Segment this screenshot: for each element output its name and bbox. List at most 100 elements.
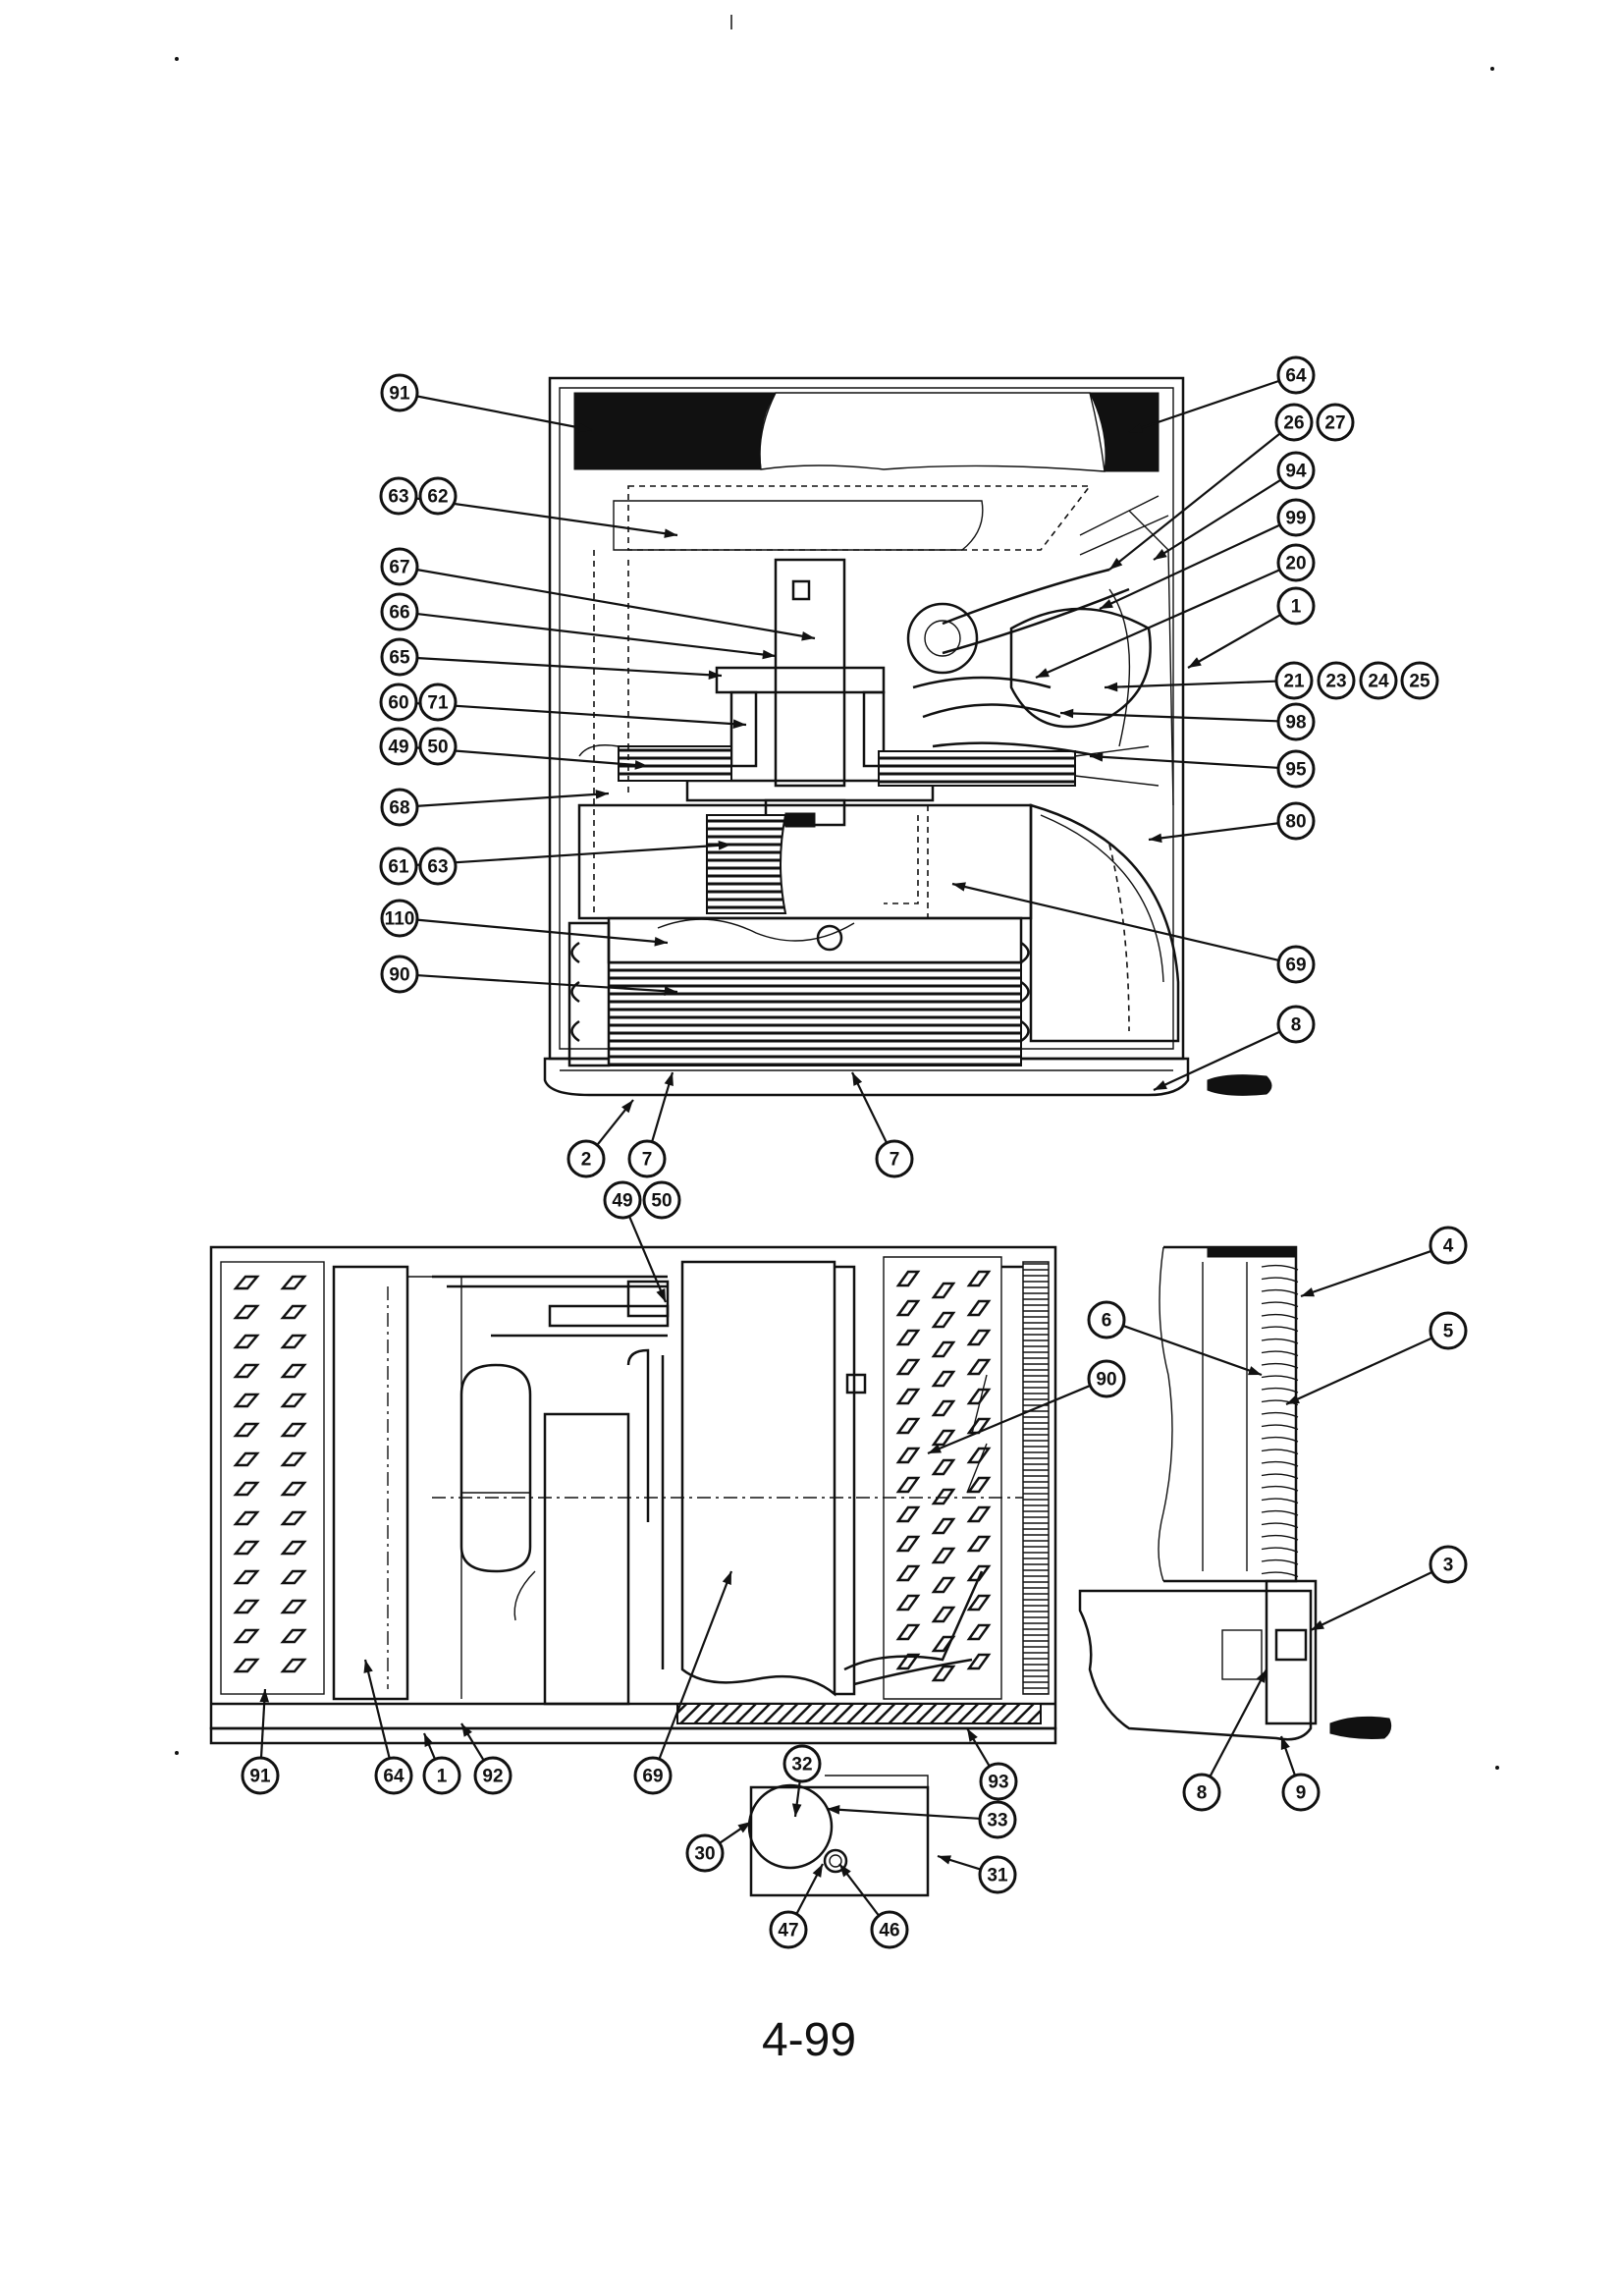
callout-32: 32 xyxy=(782,1744,822,1783)
fin xyxy=(1261,1473,1299,1480)
callout-20: 20 xyxy=(1276,543,1316,582)
louver xyxy=(280,1540,307,1556)
callout-number: 67 xyxy=(389,558,409,578)
callout-circle xyxy=(379,727,418,766)
callout-91: 91 xyxy=(380,373,419,412)
callout-arrowhead xyxy=(1188,657,1202,668)
callout-65: 65 xyxy=(380,637,419,677)
callout-arrowhead xyxy=(967,1728,978,1742)
callout-number: 110 xyxy=(385,909,415,930)
louver xyxy=(895,1594,921,1612)
callout-leader xyxy=(1285,1337,1432,1406)
louver xyxy=(895,1564,921,1582)
fin xyxy=(1261,1288,1299,1295)
left-grille-louvers xyxy=(233,1275,307,1673)
louver xyxy=(280,1569,307,1585)
callout-number: 1 xyxy=(1291,597,1302,618)
fin xyxy=(1261,1326,1299,1333)
fin xyxy=(1261,1362,1299,1369)
fin xyxy=(1261,1387,1299,1394)
callout-arrowhead xyxy=(812,1864,823,1878)
louver xyxy=(931,1576,956,1594)
callout-number: 47 xyxy=(778,1921,798,1941)
louver xyxy=(233,1334,260,1349)
louver xyxy=(966,1505,992,1523)
callout-arrowhead xyxy=(1090,752,1104,762)
louver xyxy=(931,1606,956,1623)
louver xyxy=(233,1599,260,1614)
callout-9: 9 xyxy=(1281,1773,1321,1812)
callout-leader xyxy=(1089,754,1278,769)
callout-31: 31 xyxy=(978,1855,1017,1894)
louver xyxy=(895,1505,921,1523)
callout-90: 90 xyxy=(380,955,419,994)
callout-leader xyxy=(1310,1571,1432,1631)
callout-number: 66 xyxy=(389,603,409,624)
callout-number: 99 xyxy=(1285,509,1306,529)
callout-arrowhead xyxy=(621,1100,633,1114)
louver xyxy=(895,1476,921,1494)
fin xyxy=(1261,1509,1299,1516)
side-view-drawing xyxy=(1078,1245,1392,1741)
callout-number: 71 xyxy=(427,693,449,714)
callout-67: 67 xyxy=(380,547,419,586)
callout-leader xyxy=(1128,380,1279,434)
callout-92: 92 xyxy=(473,1756,512,1795)
callout-arrowhead xyxy=(656,1288,666,1302)
fin xyxy=(1261,1522,1299,1529)
callout-arrowhead xyxy=(1149,833,1162,844)
callout-number: 8 xyxy=(1197,1783,1208,1804)
callout-8: 8 xyxy=(1182,1773,1221,1812)
callout-98: 98 xyxy=(1276,702,1316,741)
louver xyxy=(966,1653,992,1670)
callout-49: 49 xyxy=(603,1180,642,1220)
page-number: 4-99 xyxy=(761,2014,857,2066)
callout-arrowhead xyxy=(718,841,731,850)
callout-number: 93 xyxy=(988,1773,1008,1793)
fin xyxy=(1261,1534,1299,1541)
louver xyxy=(233,1628,260,1644)
callout-number: 98 xyxy=(1285,713,1306,734)
fin xyxy=(1261,1424,1299,1431)
callout-number: 95 xyxy=(1285,760,1307,781)
callout-arrowhead xyxy=(1256,1669,1267,1683)
callout-circle xyxy=(1317,661,1356,700)
louver xyxy=(931,1311,956,1329)
louver xyxy=(895,1653,921,1670)
louver xyxy=(233,1422,260,1438)
callout-circle xyxy=(769,1910,808,1949)
louver xyxy=(895,1329,921,1346)
louver xyxy=(895,1388,921,1405)
callout-leader xyxy=(1187,614,1281,669)
callout-number: 65 xyxy=(389,648,410,669)
callout-arrowhead xyxy=(1036,668,1050,678)
callout-68: 68 xyxy=(380,788,419,827)
callout-arrowhead xyxy=(722,1571,731,1585)
callout-arrowhead xyxy=(1154,1080,1167,1090)
callout-circle xyxy=(1274,403,1314,442)
callout-number: 63 xyxy=(388,487,408,508)
callout-arrowhead xyxy=(424,1733,434,1747)
callout-leader xyxy=(417,918,669,945)
callout-circle xyxy=(627,1139,667,1178)
top-view-drawing xyxy=(543,376,1272,1097)
callout-arrowhead xyxy=(791,1803,802,1817)
louver xyxy=(966,1447,992,1464)
louver xyxy=(931,1517,956,1535)
callout-leader xyxy=(951,882,1278,961)
callout-leader xyxy=(416,702,747,727)
callout-circle xyxy=(380,373,419,412)
callout-number: 91 xyxy=(389,384,410,405)
callout-arrowhead xyxy=(827,1805,840,1815)
callout-number: 7 xyxy=(642,1150,653,1171)
callout-number: 1 xyxy=(437,1767,448,1787)
callout-arrowhead xyxy=(1311,1619,1324,1630)
louver xyxy=(966,1594,992,1612)
louver xyxy=(931,1282,956,1299)
callout-arrowhead xyxy=(762,649,776,660)
callout-circle xyxy=(1316,403,1355,442)
callout-number: 21 xyxy=(1283,672,1305,692)
louver xyxy=(233,1481,260,1497)
callout-arrowhead xyxy=(801,631,815,641)
fin xyxy=(1261,1436,1299,1443)
